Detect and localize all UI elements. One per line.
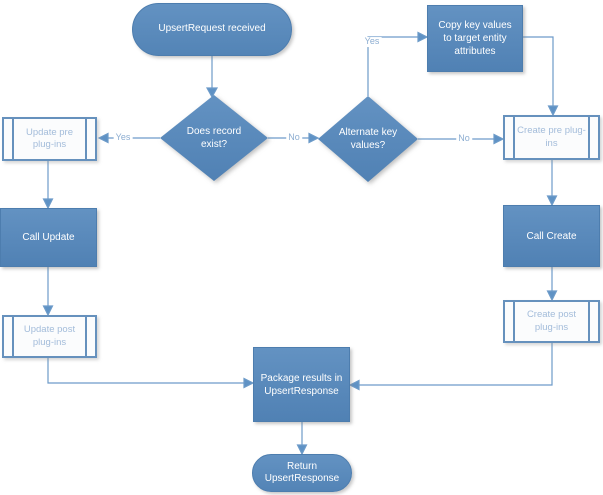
edge-label-no-alternate: No [286, 132, 302, 143]
node-update-pre-plugins: Update pre plug-ins [2, 117, 97, 161]
node-label: Create pre plug-ins [517, 125, 586, 149]
node-label: Copy key values to target entity attribu… [438, 20, 512, 57]
connector-create-post-to-package [348, 343, 553, 391]
node-does-record-exist: Does record exist? [160, 95, 268, 181]
subprocess-bar [12, 317, 14, 356]
node-label: Update pre plug-ins [25, 126, 73, 150]
subprocess-bar [588, 117, 590, 158]
subprocess-bar [85, 317, 87, 356]
subprocess-bar [513, 117, 515, 158]
edge-label-yes-update: Yes [113, 132, 133, 143]
edge-label-no-create: No [456, 133, 472, 144]
connector-start-to-decision [205, 56, 219, 99]
edge-label-yes-copy: Yes [362, 36, 382, 47]
node-label: Call Create [526, 230, 577, 242]
connector-call-create-to-create-post [546, 267, 558, 302]
connector-create-pre-to-call-create [546, 160, 558, 207]
node-label: Call Update [22, 232, 75, 243]
subprocess-bar [588, 302, 590, 341]
node-copy-key-values: Copy key values to target entity attribu… [427, 5, 523, 72]
node-create-pre-plugins: Create pre plug-ins [503, 115, 600, 160]
node-alternate-key-values: Alternate key values? [318, 96, 418, 182]
subprocess-bar [12, 119, 14, 159]
subprocess-bar [513, 302, 515, 341]
connector-yes-to-copy-values [367, 31, 429, 96]
node-update-post-plugins: Update post plug-ins [2, 315, 97, 358]
node-label: UpsertRequest received [158, 23, 266, 35]
node-label: Alternate key values? [338, 127, 398, 151]
connector-copy-to-create-pre [523, 36, 559, 117]
node-call-create: Call Create [503, 205, 600, 267]
node-create-post-plugins: Create post plug-ins [503, 300, 600, 343]
connector-update-pre-to-call-update [42, 161, 54, 210]
node-label: Create post plug-ins [526, 309, 577, 333]
node-label: Update post plug-ins [23, 324, 76, 348]
node-call-update: Call Update [0, 208, 97, 267]
connector-update-post-to-package [47, 358, 255, 389]
subprocess-bar [85, 119, 87, 159]
node-return-upsert-response: Return UpsertResponse [252, 454, 352, 492]
node-label: Does record exist? [186, 126, 242, 150]
connector-package-to-return [296, 422, 308, 456]
node-upsert-request-received: UpsertRequest received [132, 3, 292, 56]
node-label: Package results in UpsertResponse [260, 372, 343, 397]
node-label: Return UpsertResponse [264, 460, 340, 485]
connector-call-update-to-update-post [42, 267, 54, 317]
node-package-results: Package results in UpsertResponse [253, 347, 350, 422]
